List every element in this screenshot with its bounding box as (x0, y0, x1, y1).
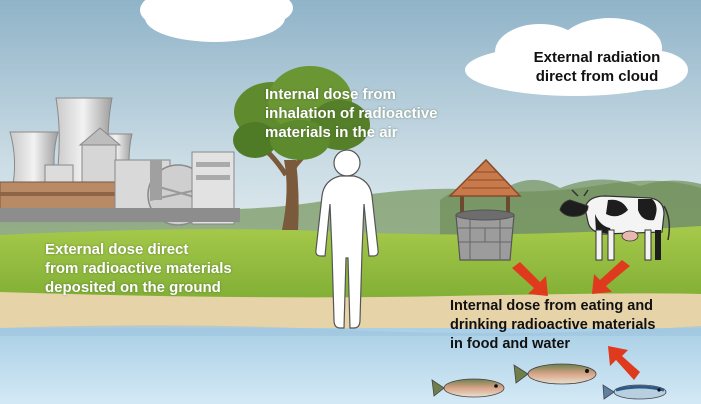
cloud-icon (140, 0, 293, 42)
power-plant-icon (0, 97, 240, 226)
tree-icon (233, 66, 370, 230)
fish-icon (513, 363, 597, 385)
fish-icon (431, 378, 505, 398)
well-icon (448, 158, 522, 261)
cow-icon (559, 189, 671, 261)
arrow-icon (512, 262, 548, 296)
cloud-radiation-label: External radiation direct from cloud (533, 49, 661, 85)
inhalation-label: Internal dose from inhalation of radioac… (265, 86, 438, 141)
arrow-icon (592, 260, 630, 294)
arrow-icon (608, 346, 640, 380)
ingestion-label: Internal dose from eating and drinking r… (450, 298, 656, 352)
fish-icon (602, 384, 667, 400)
cloud-icon (465, 18, 688, 96)
human-figure-icon (315, 149, 379, 329)
ground-deposit-label: External dose direct from radioactive ma… (45, 241, 232, 296)
